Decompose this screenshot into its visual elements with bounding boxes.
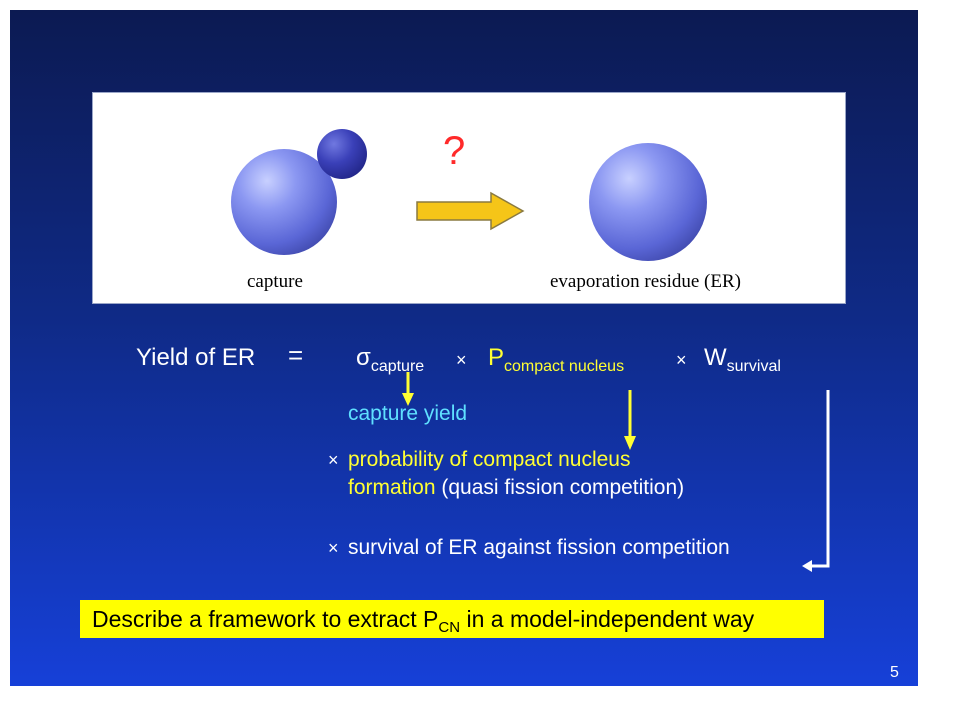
- survival-text: survival of ER against fission competiti…: [348, 536, 730, 559]
- banner-pre: Describe a framework to extract P: [92, 606, 439, 632]
- times-sign-3: ×: [328, 450, 339, 470]
- w-symbol: W: [704, 344, 727, 371]
- w-survival-term: Wsurvival: [704, 344, 781, 375]
- slide-number: 5: [890, 664, 899, 681]
- capture-down-arrow-icon: [402, 372, 414, 406]
- slide: ? capture evaporation residue (ER) Yield…: [10, 10, 918, 686]
- p-compact-term: Pcompact nucleus: [488, 344, 625, 375]
- capture-yield-text: capture yield: [348, 402, 468, 425]
- times-sign-4: ×: [328, 538, 339, 558]
- sigma-subscript: capture: [370, 358, 425, 375]
- question-mark: ?: [443, 129, 466, 173]
- equals-sign: =: [288, 340, 304, 370]
- quasi-fission-note: (quasi fission competition): [435, 476, 685, 499]
- compound-nucleus-sphere: [589, 143, 707, 261]
- right-arrow-icon: [416, 191, 525, 231]
- sigma-capture-term: σcapture: [356, 344, 425, 375]
- evaporation-residue-label: evaporation residue (ER): [550, 271, 741, 292]
- target-nucleus-sphere: [231, 149, 337, 255]
- p-subscript: compact nucleus: [504, 358, 625, 375]
- connector-arrows: [402, 372, 830, 572]
- formation-word: formation: [348, 476, 436, 499]
- framework-banner: Describe a framework to extract PCN in a…: [80, 600, 824, 638]
- pcn-down-arrow-icon: [624, 390, 636, 450]
- banner-post: in a model-independent way: [460, 606, 755, 632]
- sigma-symbol: σ: [356, 344, 371, 371]
- banner-subscript: CN: [438, 619, 461, 636]
- projectile-nucleus-sphere: [317, 129, 367, 179]
- times-sign-2: ×: [676, 350, 687, 370]
- probability-line-2: formation (quasi fission competition): [348, 476, 684, 500]
- p-symbol: P: [488, 344, 505, 371]
- capture-label: capture: [247, 271, 303, 292]
- equation-lhs: Yield of ER: [136, 344, 256, 371]
- times-sign-1: ×: [456, 350, 467, 370]
- w-subscript: survival: [726, 358, 781, 375]
- probability-line-1: probability of compact nucleus: [348, 448, 631, 471]
- reaction-figure: ? capture evaporation residue (ER): [92, 92, 846, 304]
- survival-return-arrow-icon: [802, 390, 830, 572]
